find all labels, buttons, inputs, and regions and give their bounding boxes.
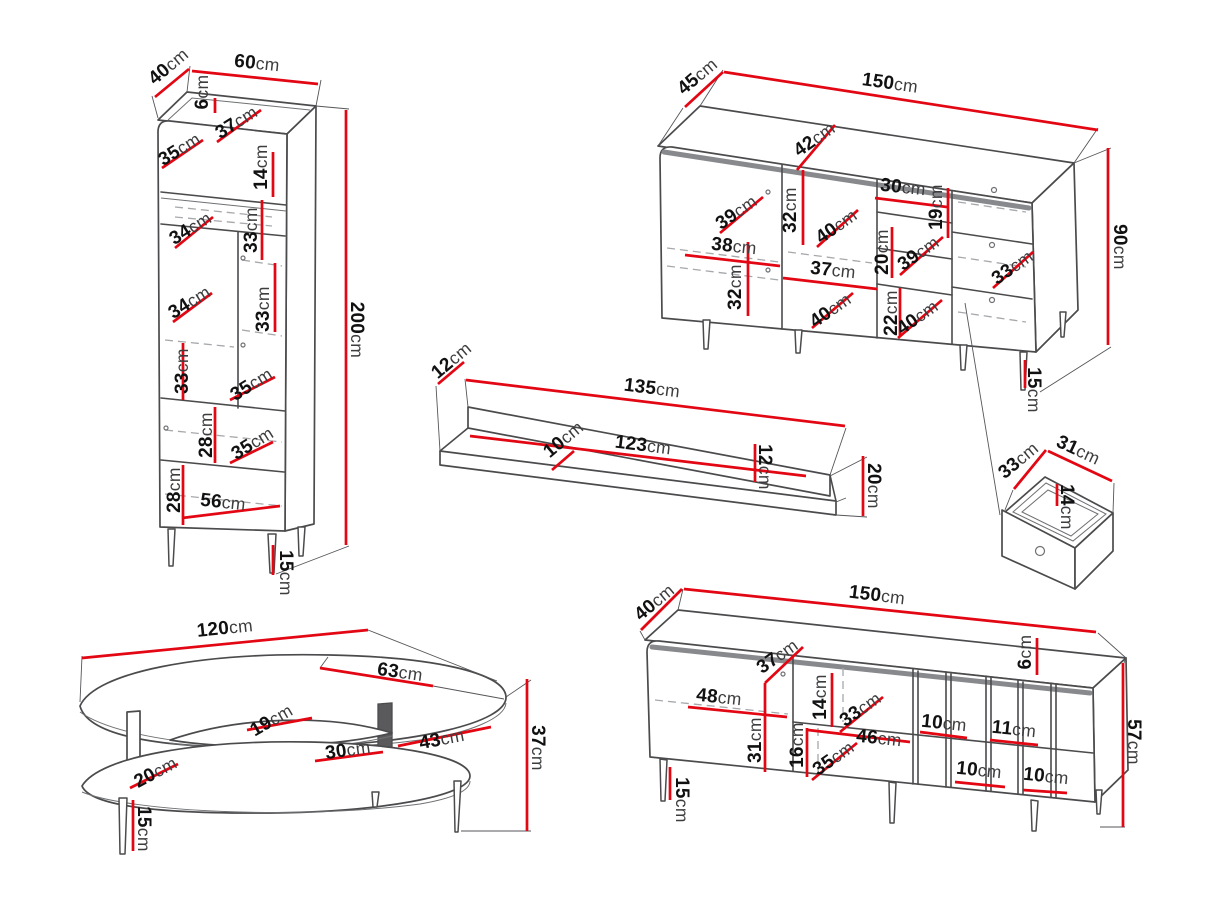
tv-stand-drawing (639, 587, 1129, 832)
coffee-table-drawing (79, 628, 532, 855)
drawer-detail-drawing (1001, 449, 1115, 590)
sideboard-drawing (657, 69, 1112, 516)
wall-shelf-drawing (435, 360, 868, 518)
display-cabinet-drawing (151, 65, 350, 575)
